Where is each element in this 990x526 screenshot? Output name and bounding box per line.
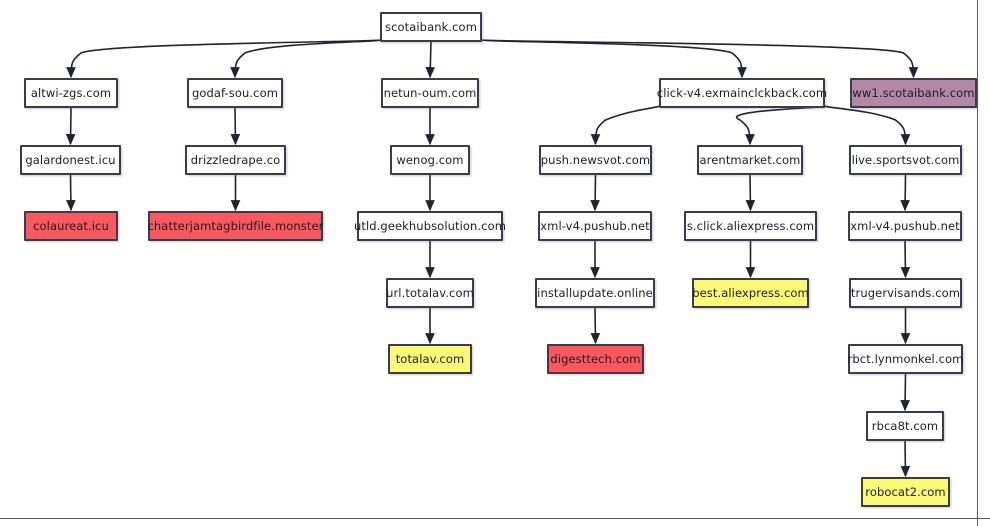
edge-rbct-to-rbca8t: [905, 374, 906, 410]
edge-godaf-to-drizzle: [235, 108, 236, 144]
node-label: wenog.com: [396, 153, 463, 167]
node-label: digesttech.com: [550, 352, 640, 366]
node-label: click-v4.exmainclckback.com: [657, 86, 827, 100]
node-label: push.newsvot.com: [541, 153, 650, 167]
node-totalav[interactable]: totalav.com: [388, 344, 472, 374]
node-label: xml-v4.pushub.net: [850, 219, 960, 233]
node-chatterjam[interactable]: chatterjamtagbirdfile.monster: [148, 211, 323, 241]
node-godaf[interactable]: godaf-sou.com: [187, 78, 283, 108]
edge-push-to-xmlv4a: [595, 175, 596, 210]
node-label: chatterjamtagbirdfile.monster: [148, 219, 324, 233]
node-rbca8t[interactable]: rbca8t.com: [866, 411, 944, 441]
node-sclick[interactable]: s.click.aliexpress.com: [684, 211, 817, 241]
edge-clickv4-to-push: [596, 106, 661, 144]
node-label: xml-v4.pushub.net: [540, 219, 650, 233]
node-ww1[interactable]: ww1.scotaibank.com: [850, 78, 977, 108]
node-push[interactable]: push.newsvot.com: [539, 145, 652, 175]
node-drizzle[interactable]: drizzledrape.co: [185, 145, 286, 175]
node-label: drizzledrape.co: [191, 153, 281, 167]
node-label: netun-oum.com: [384, 86, 477, 100]
node-arent[interactable]: arentmarket.com: [697, 145, 803, 175]
node-colaureat[interactable]: colaureat.icu: [24, 211, 118, 241]
edge-xmlv4b-to-truger: [905, 241, 906, 277]
edge-root-to-clickv4: [481, 40, 742, 77]
node-label: scotaibank.com: [385, 20, 477, 34]
frame-bottom-border: [0, 518, 990, 519]
node-label: ww1.scotaibank.com: [852, 86, 974, 100]
edge-root-to-godaf: [235, 40, 381, 77]
node-label: utld.geekhubsolution.com: [354, 219, 506, 233]
node-label: godaf-sou.com: [192, 86, 278, 100]
node-label: colaureat.icu: [33, 219, 109, 233]
node-label: best.aliexpress.com: [692, 286, 809, 300]
node-installupd[interactable]: installupdate.online: [535, 278, 655, 308]
edge-galardonest-to-colaureat: [71, 175, 72, 210]
node-live[interactable]: live.sportsvot.com: [849, 145, 962, 175]
node-clickv4[interactable]: click-v4.exmainclckback.com: [659, 78, 825, 108]
node-rbct[interactable]: rbct.lynmonkel.com: [848, 344, 963, 374]
node-label: robocat2.com: [865, 485, 945, 499]
edge-root-to-netun: [430, 42, 431, 77]
node-digesttech[interactable]: digesttech.com: [547, 344, 644, 374]
node-label: arentmarket.com: [700, 153, 801, 167]
frame-right-border: [977, 0, 978, 526]
node-label: installupdate.online: [537, 286, 653, 300]
node-urltotalav[interactable]: url.totalav.com: [386, 278, 474, 308]
edge-altwi-to-galardonest: [71, 108, 72, 144]
node-root[interactable]: scotaibank.com: [380, 12, 482, 42]
edge-arent-to-sclick: [750, 175, 751, 210]
edge-live-to-xmlv4b: [905, 175, 906, 210]
node-label: rbct.lynmonkel.com: [848, 352, 964, 366]
node-wenog[interactable]: wenog.com: [390, 145, 470, 175]
edge-clickv4-to-live: [824, 106, 906, 144]
node-xmlv4b[interactable]: xml-v4.pushub.net: [848, 211, 962, 241]
node-label: rbca8t.com: [872, 419, 938, 433]
node-robocat2[interactable]: robocat2.com: [861, 477, 950, 507]
node-label: totalav.com: [396, 352, 465, 366]
node-label: s.click.aliexpress.com: [687, 219, 814, 233]
node-label: altwi-zgs.com: [31, 86, 111, 100]
node-netun[interactable]: netun-oum.com: [381, 78, 479, 108]
node-label: url.totalav.com: [386, 286, 474, 300]
edge-installupd-to-digesttech: [595, 308, 596, 343]
edge-root-to-altwi: [71, 40, 381, 77]
node-label: live.sportsvot.com: [852, 153, 960, 167]
edge-clickv4-to-arent: [737, 106, 824, 144]
node-truger[interactable]: trugervisands.com: [849, 278, 962, 308]
node-altwi[interactable]: altwi-zgs.com: [24, 78, 118, 108]
node-bestali[interactable]: best.aliexpress.com: [692, 278, 809, 308]
node-label: galardonest.icu: [25, 153, 115, 167]
node-utld[interactable]: utld.geekhubsolution.com: [357, 211, 503, 241]
node-label: trugervisands.com: [851, 286, 960, 300]
edge-rbca8t-to-robocat2: [905, 441, 906, 476]
node-xmlv4a[interactable]: xml-v4.pushub.net: [538, 211, 652, 241]
edge-root-to-ww1: [481, 40, 914, 77]
node-galardonest[interactable]: galardonest.icu: [20, 145, 121, 175]
